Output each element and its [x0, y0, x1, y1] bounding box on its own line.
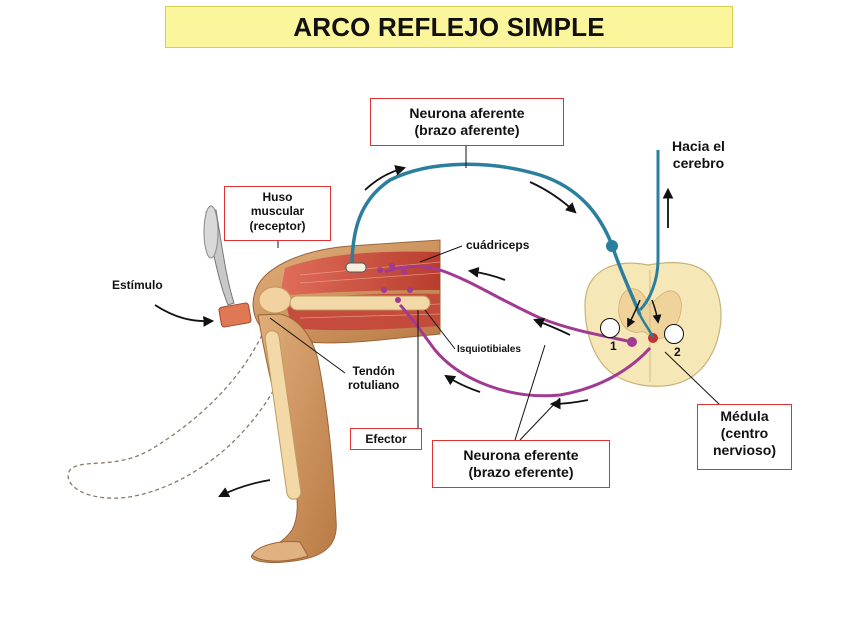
- quadriceps-muscle: [280, 251, 440, 296]
- medulla-box: Médula (centro nervioso): [697, 404, 792, 470]
- towards-brain-line1: Hacia el: [672, 138, 725, 154]
- arrow-efferent-4: [444, 374, 481, 393]
- title-box: ARCO REFLEJO SIMPLE: [165, 6, 733, 48]
- spindle-line3: (receptor): [249, 218, 306, 233]
- quadriceps-label: cuádriceps: [466, 238, 529, 252]
- arrow-efferent-2: [532, 318, 571, 336]
- efferent-neuron-quadriceps: [384, 264, 633, 344]
- efferent-neuron-box: Neurona eferente (brazo eferente): [432, 440, 610, 488]
- tendon-line2: rotuliano: [348, 378, 400, 393]
- spindle-line1: Huso: [262, 190, 293, 204]
- towards-brain-line2: cerebro: [672, 154, 725, 171]
- arrow-afferent-1: [364, 165, 407, 191]
- patella: [258, 286, 292, 314]
- afferent-neuron-path: [350, 162, 642, 316]
- arrow-cord-2: [651, 299, 662, 324]
- reflex-hammer: [203, 205, 252, 328]
- efferent-line1: Neurona eferente: [463, 447, 579, 463]
- medulla-line2: (centro: [720, 424, 769, 441]
- foot: [251, 541, 309, 562]
- arrow-leg-kick: [218, 479, 271, 497]
- leader-efferent-b: [519, 397, 561, 441]
- tendon-line1: Tendón: [352, 364, 395, 378]
- marker-2-text: 2: [673, 345, 681, 359]
- effector-label: Efector: [365, 432, 407, 446]
- leader-tendon: [269, 317, 346, 374]
- arrow-afferent-2: [529, 181, 577, 214]
- quadriceps-text: cuádriceps: [466, 238, 530, 252]
- patellar-tendon-label: Tendón rotuliano: [348, 364, 399, 393]
- lower-leg: [251, 313, 337, 563]
- dorsal-root-ganglion: [606, 240, 618, 252]
- stimulus-label: Estímulo: [112, 278, 163, 292]
- leader-quadriceps: [419, 245, 463, 263]
- arrow-efferent-1: [467, 266, 506, 281]
- hamstrings-label: Isquiotibiales: [457, 344, 521, 356]
- efferent-neuron-hamstrings: [398, 303, 652, 398]
- muscle-spindle-box: Huso muscular (receptor): [224, 186, 331, 241]
- effector-box: Efector: [350, 428, 422, 450]
- medulla-line3: nervioso): [712, 441, 776, 458]
- afferent-line1: Neurona aferente: [409, 105, 525, 121]
- femur: [289, 295, 431, 311]
- efferent-line2: (brazo eferente): [468, 463, 574, 480]
- leader-medulla: [664, 351, 721, 406]
- hamstrings-text: Isquiotibiales: [457, 344, 521, 355]
- marker-1-text: 1: [609, 339, 617, 353]
- muscle-spindle: [345, 262, 367, 273]
- spindle-line2: muscular: [250, 204, 305, 219]
- afferent-to-brain: [638, 150, 660, 312]
- leader-hamstrings: [424, 309, 456, 350]
- towards-brain-label: Hacia el cerebro: [672, 138, 725, 172]
- page-title: ARCO REFLEJO SIMPLE: [293, 11, 605, 42]
- leader-efferent-a: [514, 344, 546, 441]
- arrow-cord-1: [627, 299, 641, 328]
- arrow-stimulus: [154, 304, 215, 327]
- motor-neuron-purple: [627, 337, 637, 347]
- leg-outline-dashed: [67, 334, 293, 499]
- marker-2: 2: [664, 324, 684, 359]
- afferent-line2: (brazo aferente): [414, 121, 520, 138]
- stimulus-text: Estímulo: [112, 278, 163, 292]
- tibia: [264, 330, 302, 500]
- arrow-efferent-3: [549, 398, 589, 410]
- medulla-line1: Médula: [720, 408, 769, 424]
- marker-1: 1: [600, 318, 620, 353]
- afferent-neuron-box: Neurona aferente (brazo aferente): [370, 98, 564, 146]
